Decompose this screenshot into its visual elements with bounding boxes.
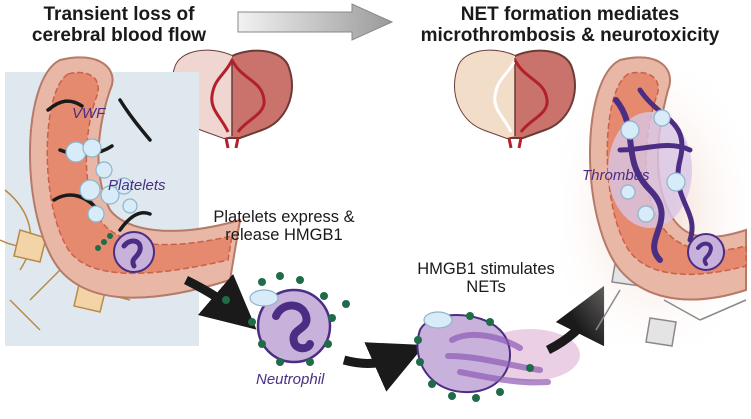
step-hmgb1-nets: HMGB1 stimulates NETs xyxy=(417,260,555,297)
arrow-to-net xyxy=(342,342,425,392)
step-platelets-release: Platelets express & release HMGB1 xyxy=(213,208,355,245)
label-neutrophil: Neutrophil xyxy=(256,371,325,388)
vessel-neutrophil xyxy=(95,231,155,273)
right-title: NET formation mediates microthrombosis &… xyxy=(420,4,720,47)
arrow-to-neutrophil xyxy=(183,273,257,330)
label-vwf: VWF xyxy=(72,105,106,122)
neutrophil-cell xyxy=(222,272,350,366)
label-thrombus: Thrombus xyxy=(582,167,650,184)
platelet-cluster xyxy=(65,138,138,223)
progression-arrow xyxy=(237,3,394,41)
left-title: Transient loss of cerebral blood flow xyxy=(31,4,207,47)
label-platelets: Platelets xyxy=(108,177,166,194)
thrombus-mass xyxy=(608,87,725,271)
left-vessel xyxy=(29,56,242,299)
brain-right xyxy=(454,49,576,149)
netting-neutrophil xyxy=(414,311,580,402)
